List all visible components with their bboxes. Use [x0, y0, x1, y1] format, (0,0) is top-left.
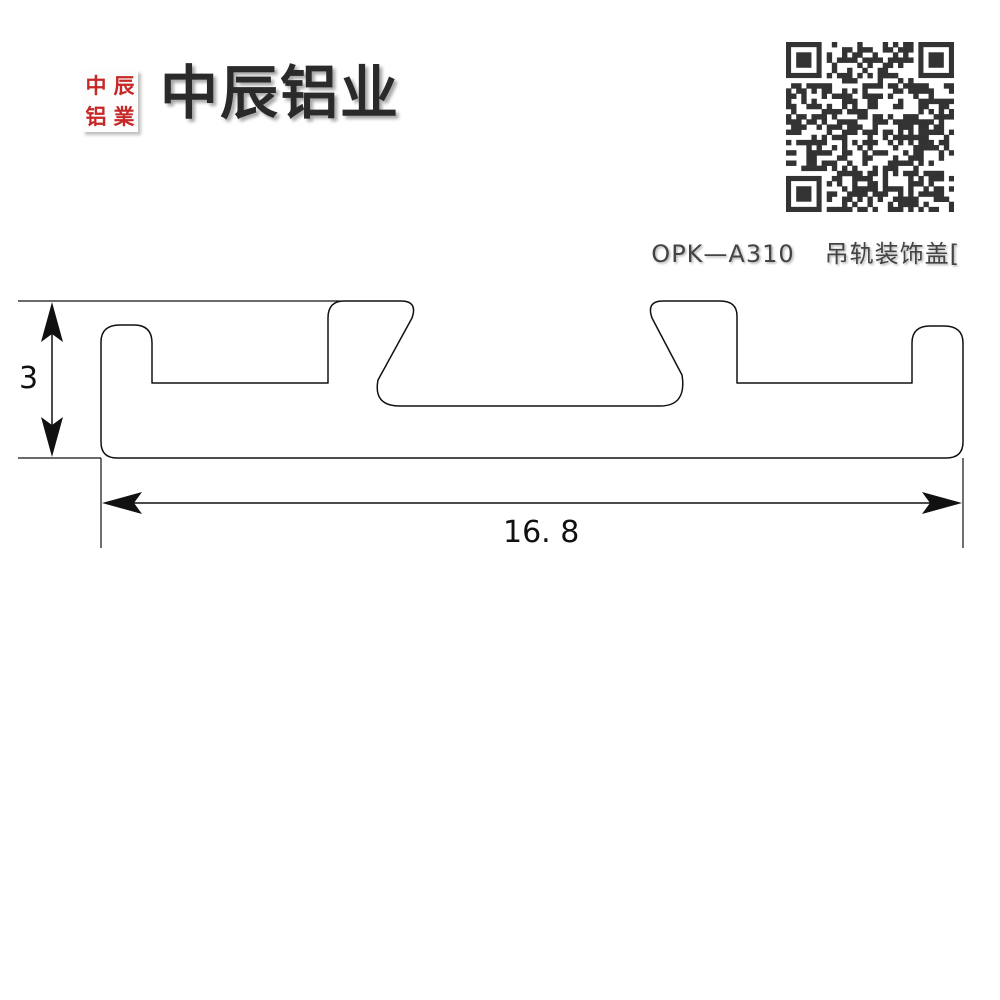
product-model: OPK—A310 [651, 240, 795, 268]
product-name: 吊轨装饰盖[ [824, 240, 960, 268]
seal-char-ye: 業 [113, 104, 135, 129]
seal-char-chen: 辰 [113, 73, 135, 98]
arrow-down-icon [41, 417, 63, 457]
aluminum-profile-outline-icon [100, 300, 964, 459]
qr-code-icon [786, 42, 954, 212]
brand-name: 中辰铝业 [160, 59, 401, 127]
product-caption: OPK—A310 吊轨装饰盖[ [651, 234, 960, 269]
arrow-up-icon [41, 302, 63, 342]
arrow-left-icon [102, 492, 142, 514]
height-dimension-label: 3 [19, 361, 38, 396]
seal-char-lv: 铝 [85, 104, 107, 129]
seal-char-zhong: 中 [85, 73, 107, 98]
width-dimension-label: 16. 8 [503, 515, 579, 550]
arrow-right-icon [922, 492, 962, 514]
logo-seal-icon: 中 辰 铝 業 [82, 70, 138, 132]
